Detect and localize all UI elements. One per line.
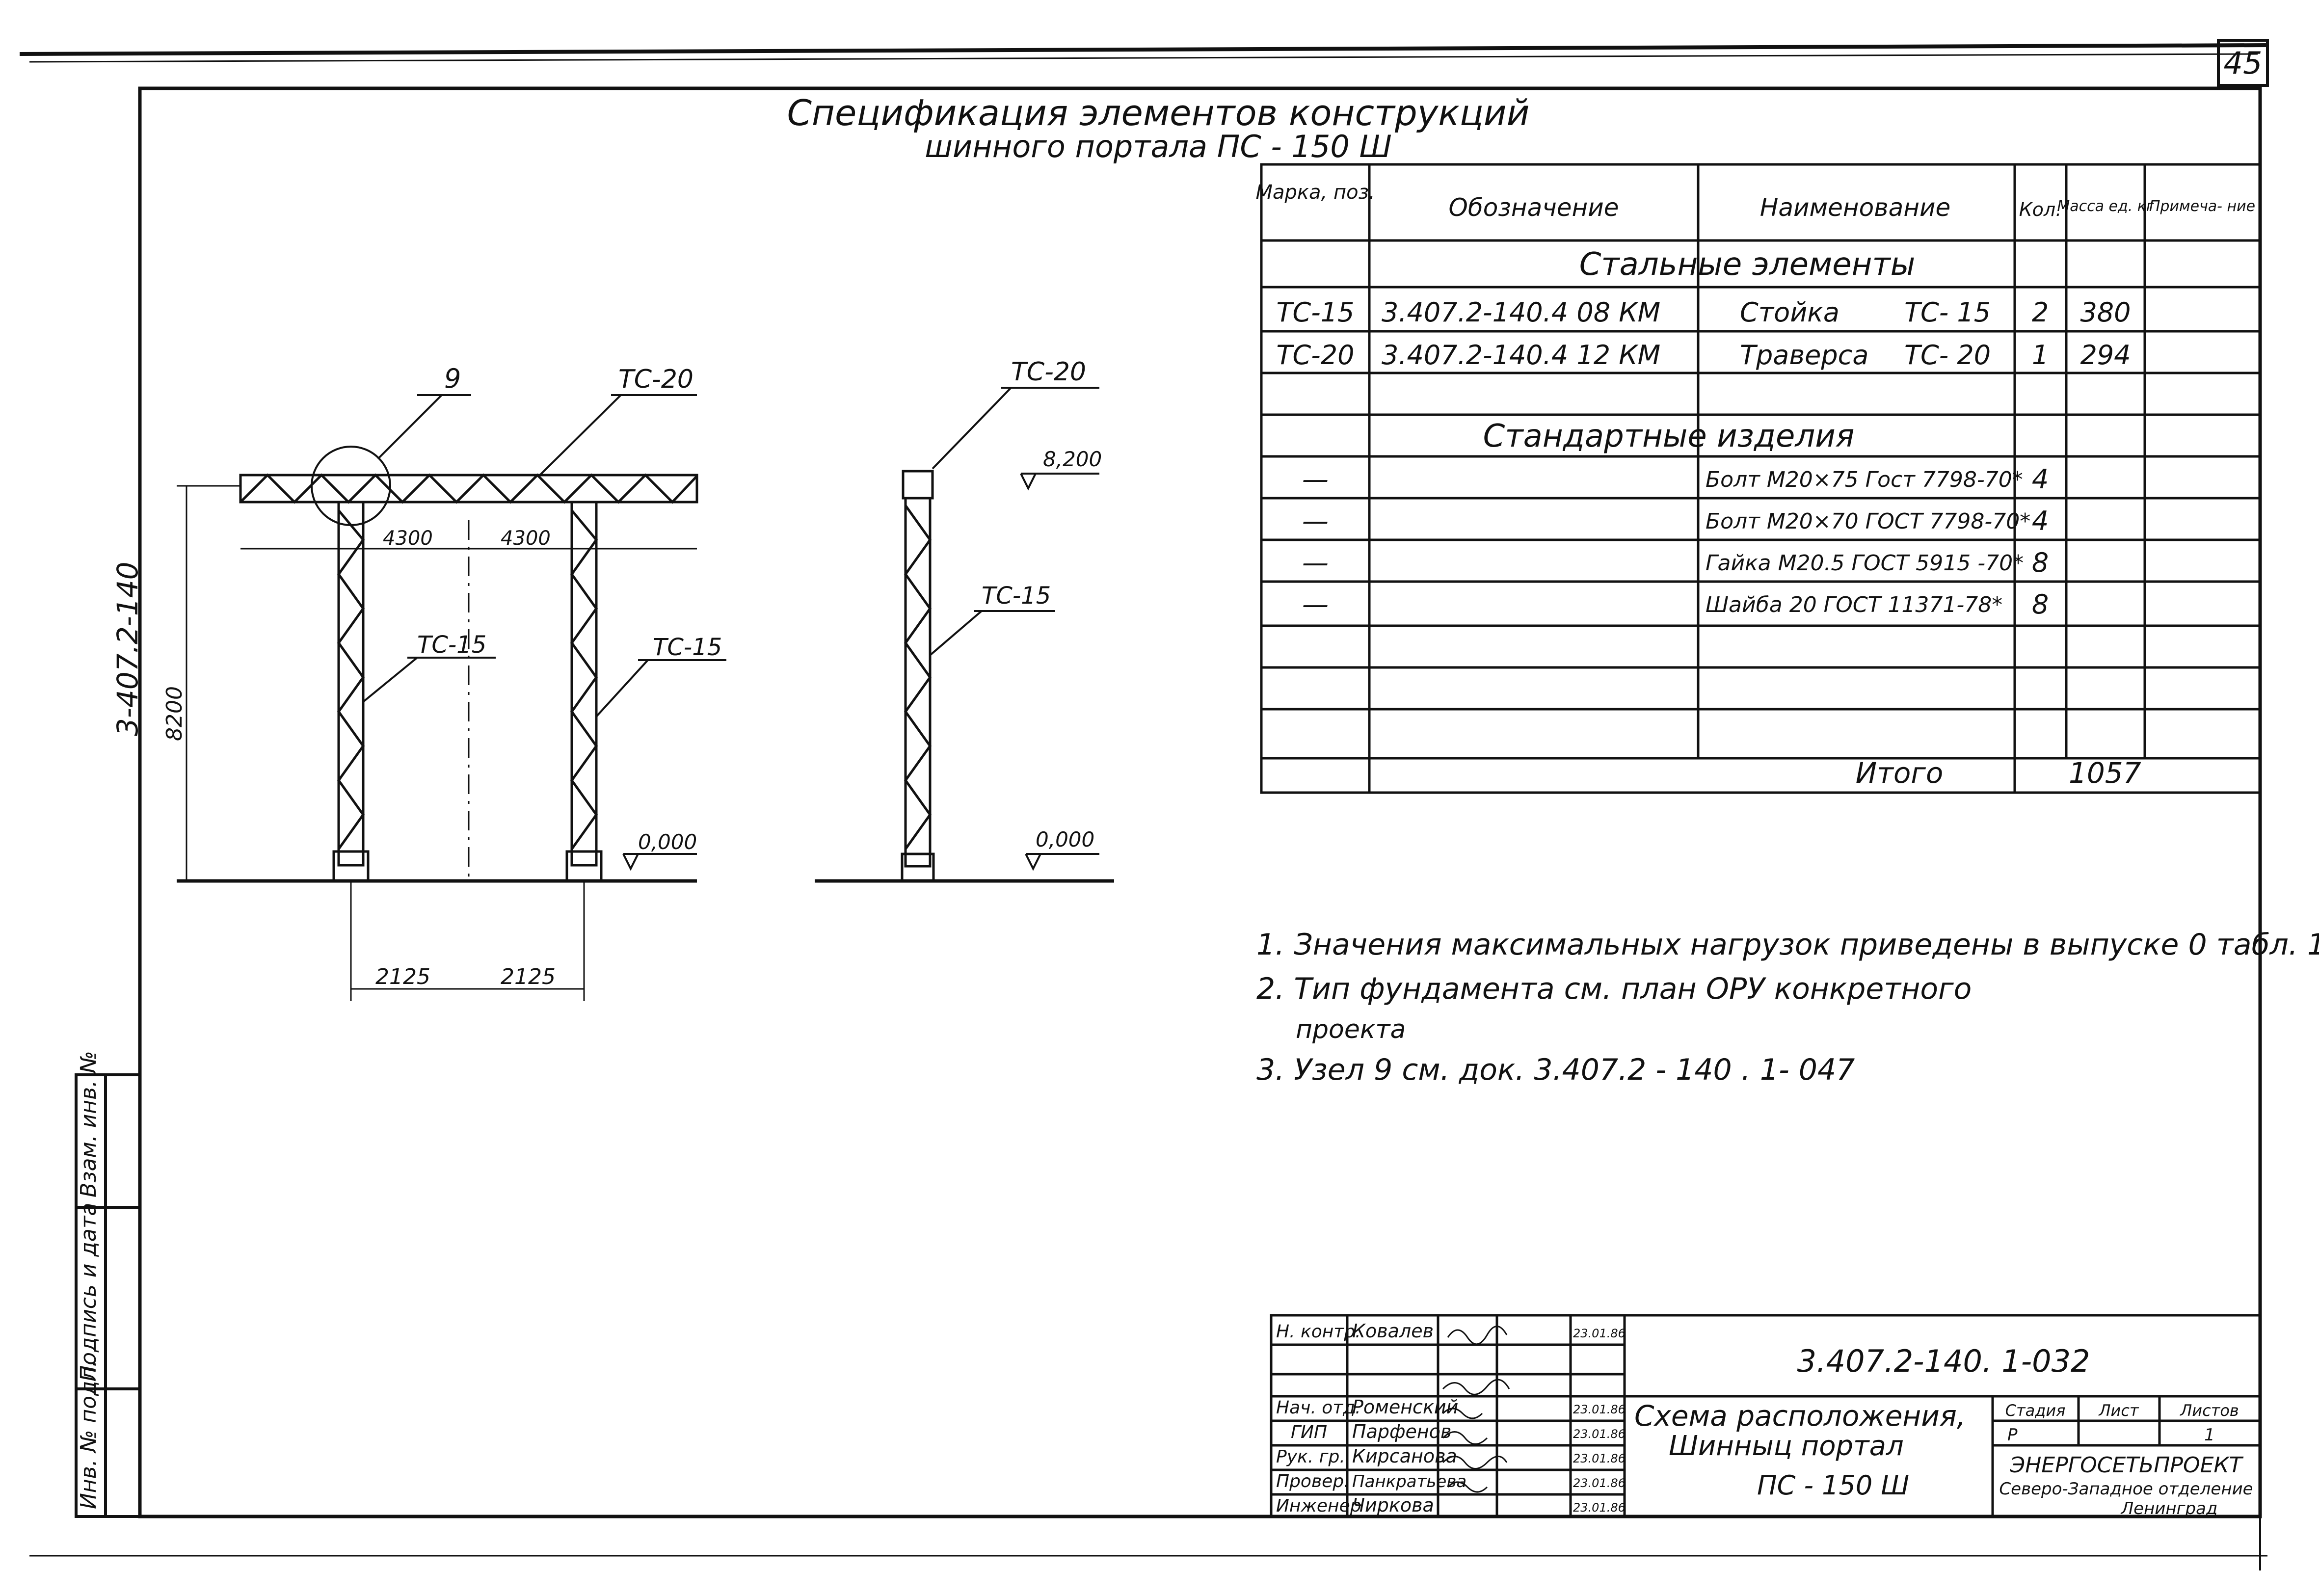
stamp-org-line2: Северо-Западное отделение (1999, 1479, 2253, 1499)
standard-row-1-name: Болт М20×75 Гост 7798-70* (1706, 467, 2023, 492)
steel-row-1-designation: 3.407.2-140.4 08 КМ (1382, 297, 1660, 328)
dim-base-left: 2125 (375, 964, 430, 989)
portal-side-view (815, 387, 1114, 883)
side-post-label: ТС-15 (982, 582, 1051, 610)
stamp-role-4: Рук. гр. (1276, 1447, 1345, 1467)
stamp-role-3: ГИП (1291, 1422, 1327, 1442)
stamp-signatures (1442, 1326, 1510, 1493)
post-label-left: ТС-15 (417, 631, 486, 659)
spec-header-qty: Кол. (2019, 199, 2062, 220)
left-margin-stamp (75, 1073, 141, 1518)
spec-header-mark: Марка, поз. (1255, 181, 1375, 204)
note-1: 1. Значения максимальных нагрузок привед… (1256, 928, 2319, 962)
spec-header-mass: Масса ед. кг (2057, 198, 2154, 215)
steel-row-2-mass: 294 (2080, 340, 2131, 371)
note-3: 3. Узел 9 см. док. 3.407.2 - 140 . 1- 04… (1256, 1053, 1855, 1087)
stamp-name-4: Кирсанова (1352, 1445, 1457, 1467)
spec-header-designation: Обозначение (1449, 193, 1619, 222)
dim-span-right: 4300 (501, 527, 551, 550)
stamp-org-line3: Ленинград (2120, 1499, 2218, 1518)
stamp-sheets-label: Листов (2180, 1401, 2239, 1420)
standard-row-1-qty: 4 (2032, 464, 2049, 495)
spec-title-line1: Спецификация элементов конструкций (787, 92, 1530, 133)
spec-table-grid (1260, 163, 2262, 794)
standard-row-3-mark: — (1302, 547, 1329, 578)
standard-row-3-qty: 8 (2032, 547, 2049, 578)
steel-row-1-name-code: ТС- 15 (1904, 297, 1991, 328)
stamp-org-line1: ЭНЕРГОСЕТЬПРОЕКТ (2009, 1453, 2243, 1478)
stamp-title-line2: Шинныц портал (1669, 1430, 1904, 1462)
stamp-role-2: Нач. отд. (1276, 1398, 1361, 1418)
standard-row-1-mark: — (1302, 464, 1329, 495)
note-2-continued: проекта (1296, 1015, 1406, 1044)
left-margin-replace: Взам. инв. № (76, 1051, 101, 1197)
spec-title-line2: шинного портала ПС - 150 Ш (925, 129, 1392, 164)
standard-row-4-mark: — (1302, 589, 1329, 620)
side-level-zero: 0,000 (1036, 827, 1094, 851)
standard-row-2-name: Болт М20×70 ГОСТ 7798-70* (1706, 509, 2030, 534)
node-9-label: 9 (444, 363, 461, 394)
steel-row-2-name-code: ТС- 20 (1904, 340, 1991, 371)
steel-row-1-mark: ТС-15 (1277, 297, 1355, 328)
traverse-label: ТС-20 (618, 365, 693, 394)
note-2: 2. Тип фундамента см. план ОРУ конкретно… (1256, 972, 1972, 1006)
spec-section-steel: Стальные элементы (1579, 246, 1916, 283)
stamp-name-3: Парфенов (1352, 1421, 1451, 1442)
side-traverse-label: ТС-20 (1011, 357, 1086, 387)
left-margin-sign: Подпись и дата (76, 1203, 101, 1382)
steel-row-2-mark: ТС-20 (1277, 340, 1355, 371)
stamp-date-1: 23.01.86 (1573, 1327, 1626, 1340)
standard-row-4-qty: 8 (2032, 589, 2049, 620)
steel-row-1-name: Стойка (1740, 297, 1839, 328)
stamp-name-6: Чиркова (1352, 1494, 1434, 1516)
spec-header-name: Наименование (1760, 193, 1951, 222)
stamp-title-line3: ПС - 150 Ш (1757, 1470, 1909, 1501)
dim-height: 8200 (162, 686, 187, 741)
stamp-role-6: Инженер (1276, 1496, 1361, 1516)
standard-row-3-name: Гайка М20.5 ГОСТ 5915 -70* (1706, 551, 2024, 576)
steel-row-2-name: Траверса (1740, 340, 1868, 371)
stamp-sheet-label: Лист (2098, 1401, 2139, 1420)
level-zero-front: 0,000 (638, 830, 697, 854)
stamp-stage-label: Стадия (2005, 1401, 2066, 1420)
steel-row-2-designation: 3.407.2-140.4 12 КМ (1382, 340, 1660, 371)
stamp-name-5: Панкратьева (1352, 1472, 1466, 1491)
stamp-date-6: 23.01.86 (1573, 1501, 1626, 1515)
spec-header-note: Примеча- ние (2149, 198, 2255, 215)
stamp-sheets-value: 1 (2204, 1425, 2215, 1445)
side-level-top: 8,200 (1043, 447, 1102, 471)
portal-front-view (177, 394, 726, 1001)
post-label-right: ТС-15 (653, 634, 722, 661)
stamp-role-1: Н. контр. (1276, 1322, 1361, 1342)
stamp-name-2: Роменский (1352, 1396, 1458, 1418)
standard-row-2-qty: 4 (2032, 505, 2049, 536)
standard-row-4-name: Шайба 20 ГОСТ 11371-78* (1706, 592, 2002, 617)
sheet-number: 45 (2224, 45, 2263, 81)
left-margin-inv: Инв. № подл. (76, 1360, 101, 1509)
steel-row-1-qty: 2 (2032, 297, 2049, 328)
stamp-date-2: 23.01.86 (1573, 1403, 1626, 1416)
stamp-date-5: 23.01.86 (1573, 1476, 1626, 1490)
dim-span-left: 4300 (383, 527, 433, 550)
stamp-date-4: 23.01.86 (1573, 1452, 1626, 1465)
stamp-doc-code: 3.407.2-140. 1-032 (1797, 1343, 2090, 1379)
stamp-date-3: 23.01.86 (1573, 1427, 1626, 1441)
side-document-code: 3-407.2-140 (111, 561, 144, 736)
standard-row-2-mark: — (1302, 505, 1329, 536)
steel-row-1-mass: 380 (2080, 297, 2131, 328)
steel-row-2-qty: 1 (2032, 340, 2049, 371)
spec-total-value: 1057 (2069, 756, 2141, 790)
title-block (1270, 1314, 2262, 1518)
spec-section-standard: Стандартные изделия (1483, 418, 1855, 454)
stamp-stage-value: Р (2007, 1425, 2018, 1445)
stamp-name-1: Ковалев (1352, 1320, 1434, 1342)
stamp-role-5: Провер. (1276, 1471, 1350, 1491)
stamp-title-line1: Схема расположения, (1634, 1399, 1966, 1433)
dim-base-right: 2125 (501, 964, 556, 989)
spec-total-label: Итого (1856, 756, 1944, 790)
